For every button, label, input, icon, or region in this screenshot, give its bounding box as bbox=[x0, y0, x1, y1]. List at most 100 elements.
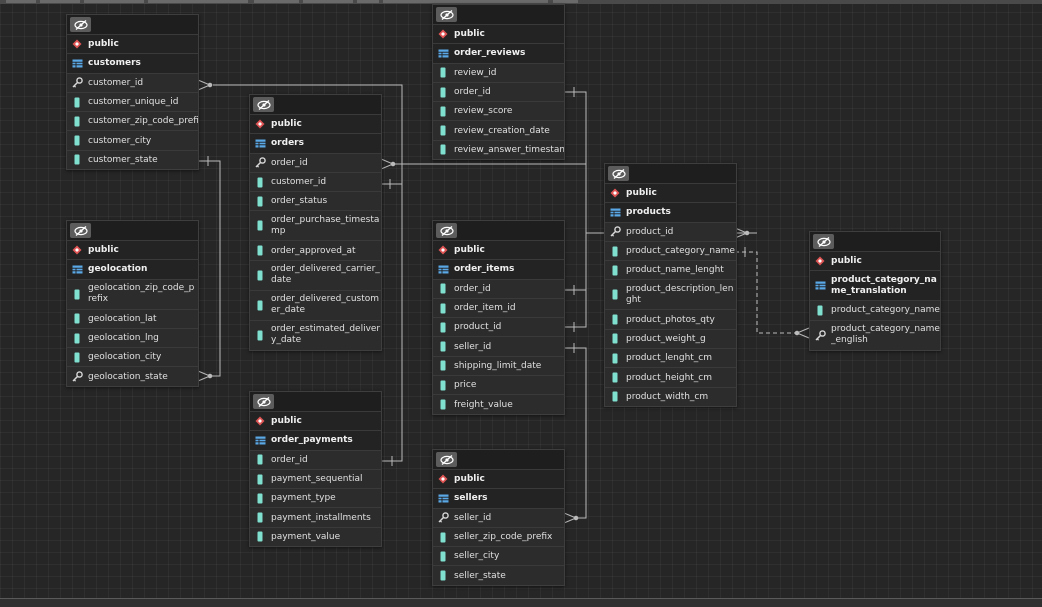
table-title-row[interactable]: products bbox=[605, 202, 736, 222]
table-name: product_category_name_translation bbox=[831, 274, 937, 296]
column-name: payment_installments bbox=[271, 512, 371, 523]
column-name: customer_state bbox=[88, 154, 158, 165]
column-row[interactable]: customer_city bbox=[67, 130, 198, 150]
column-row[interactable]: shipping_limit_date bbox=[433, 355, 564, 376]
toolbar-segment[interactable] bbox=[553, 0, 578, 3]
column-name: product_id bbox=[454, 322, 502, 333]
table-title-row[interactable]: geolocation bbox=[67, 259, 198, 279]
table-orders[interactable]: public orders order_id customer_id order… bbox=[249, 94, 382, 351]
column-row[interactable]: product_category_name bbox=[810, 300, 940, 320]
column-row[interactable]: seller_state bbox=[433, 565, 564, 585]
column-icon bbox=[437, 341, 449, 352]
column-row[interactable]: order_id bbox=[433, 81, 564, 102]
table-title-row[interactable]: order_items bbox=[433, 259, 564, 279]
eye-slash-icon[interactable] bbox=[70, 17, 91, 32]
table-title-row[interactable]: sellers bbox=[433, 488, 564, 508]
eye-slash-icon[interactable] bbox=[813, 234, 834, 249]
column-row[interactable]: product_category_name_english bbox=[810, 319, 940, 350]
table-order-items[interactable]: public order_items order_id order_item_i… bbox=[432, 220, 565, 415]
column-row[interactable]: order_delivered_customer_date bbox=[250, 289, 381, 320]
column-row[interactable]: product_category_name bbox=[605, 240, 736, 261]
eye-slash-icon[interactable] bbox=[608, 166, 629, 181]
toolbar-segment[interactable] bbox=[84, 0, 144, 3]
column-row[interactable]: payment_installments bbox=[250, 507, 381, 527]
table-product-category-name-translation[interactable]: public product_category_name_translation… bbox=[809, 231, 941, 351]
column-row[interactable]: geolocation_city bbox=[67, 347, 198, 367]
column-row[interactable]: product_weight_g bbox=[605, 328, 736, 349]
column-row[interactable]: geolocation_lat bbox=[67, 308, 198, 328]
column-row[interactable]: customer_unique_id bbox=[67, 91, 198, 112]
table-products[interactable]: public products product_id product_categ… bbox=[604, 163, 737, 407]
column-row[interactable]: order_status bbox=[250, 191, 381, 211]
column-row[interactable]: customer_id bbox=[67, 72, 198, 92]
table-sellers[interactable]: public sellers seller_id seller_zip_code… bbox=[432, 449, 565, 586]
schema-name: public bbox=[626, 188, 657, 199]
column-row[interactable]: seller_id bbox=[433, 507, 564, 527]
column-row[interactable]: order_item_id bbox=[433, 297, 564, 318]
column-row[interactable]: seller_city bbox=[433, 546, 564, 566]
column-row[interactable]: order_estimated_delivery_date bbox=[250, 319, 381, 350]
column-row[interactable]: order_approved_at bbox=[250, 240, 381, 260]
eye-slash-icon[interactable] bbox=[253, 97, 274, 112]
eye-slash-icon[interactable] bbox=[436, 452, 457, 467]
column-row[interactable]: product_id bbox=[605, 221, 736, 241]
column-row[interactable]: order_id bbox=[433, 278, 564, 298]
relation-customers-geolocation bbox=[198, 160, 221, 377]
toolbar-segment[interactable] bbox=[6, 0, 36, 3]
column-icon bbox=[437, 87, 449, 98]
toolbar-segment[interactable] bbox=[148, 0, 248, 3]
column-row[interactable]: customer_id bbox=[250, 171, 381, 192]
table-geolocation[interactable]: public geolocation geolocation_zip_code_… bbox=[66, 220, 199, 387]
column-row[interactable]: review_creation_date bbox=[433, 120, 564, 140]
toolbar-segment[interactable] bbox=[40, 0, 80, 3]
column-row[interactable]: seller_zip_code_prefix bbox=[433, 526, 564, 547]
column-row[interactable]: geolocation_zip_code_prefix bbox=[67, 278, 198, 309]
column-row[interactable]: payment_sequential bbox=[250, 468, 381, 489]
column-row[interactable]: order_delivered_carrier_date bbox=[250, 259, 381, 290]
toolbar-segment[interactable] bbox=[303, 0, 353, 3]
relation-endpoint bbox=[573, 515, 579, 521]
table-order-reviews[interactable]: public order_reviews review_id order_id … bbox=[432, 4, 565, 161]
column-row[interactable]: order_purchase_timestamp bbox=[250, 210, 381, 241]
eye-slash-icon[interactable] bbox=[253, 394, 274, 409]
column-row[interactable]: review_id bbox=[433, 62, 564, 82]
toolbar-segment[interactable] bbox=[254, 0, 299, 3]
table-title-row[interactable]: customers bbox=[67, 53, 198, 73]
column-row[interactable]: review_score bbox=[433, 101, 564, 121]
column-row[interactable]: product_height_cm bbox=[605, 367, 736, 387]
toolbar-segment[interactable] bbox=[383, 0, 548, 3]
column-row[interactable]: payment_value bbox=[250, 526, 381, 547]
horizontal-scrollbar[interactable] bbox=[0, 598, 1042, 607]
column-row[interactable]: product_lenght_cm bbox=[605, 348, 736, 368]
table-icon bbox=[437, 265, 449, 274]
column-row[interactable]: review_answer_timestamp bbox=[433, 139, 564, 160]
column-name: payment_sequential bbox=[271, 474, 363, 485]
column-row[interactable]: product_width_cm bbox=[605, 386, 736, 406]
table-title-row[interactable]: order_reviews bbox=[433, 43, 564, 63]
column-row[interactable]: product_id bbox=[433, 317, 564, 337]
table-title-row[interactable]: product_category_name_translation bbox=[810, 270, 940, 301]
eye-slash-icon[interactable] bbox=[436, 7, 457, 22]
column-row[interactable]: product_photos_qty bbox=[605, 309, 736, 329]
column-row[interactable]: product_name_lenght bbox=[605, 260, 736, 280]
column-row[interactable]: order_id bbox=[250, 152, 381, 172]
column-row[interactable]: geolocation_state bbox=[67, 366, 198, 386]
column-row[interactable]: order_id bbox=[250, 449, 381, 469]
table-customers[interactable]: public customers customer_id customer_un… bbox=[66, 14, 199, 171]
table-title-row[interactable]: order_payments bbox=[250, 430, 381, 450]
column-row[interactable]: payment_type bbox=[250, 488, 381, 508]
column-row[interactable]: geolocation_lng bbox=[67, 327, 198, 348]
eye-slash-icon[interactable] bbox=[436, 223, 457, 238]
column-row[interactable]: freight_value bbox=[433, 394, 564, 414]
column-row[interactable]: price bbox=[433, 375, 564, 395]
table-order-payments[interactable]: public order_payments order_id payment_s… bbox=[249, 391, 382, 548]
column-row[interactable]: product_description_lenght bbox=[605, 279, 736, 310]
eye-slash-icon[interactable] bbox=[70, 223, 91, 238]
table-title-row[interactable]: orders bbox=[250, 133, 381, 153]
schema-row: public bbox=[433, 24, 564, 44]
column-row[interactable]: seller_id bbox=[433, 336, 564, 356]
toolbar-segment[interactable] bbox=[357, 0, 379, 3]
column-row[interactable]: customer_zip_code_prefix bbox=[67, 111, 198, 131]
column-row[interactable]: customer_state bbox=[67, 149, 198, 170]
